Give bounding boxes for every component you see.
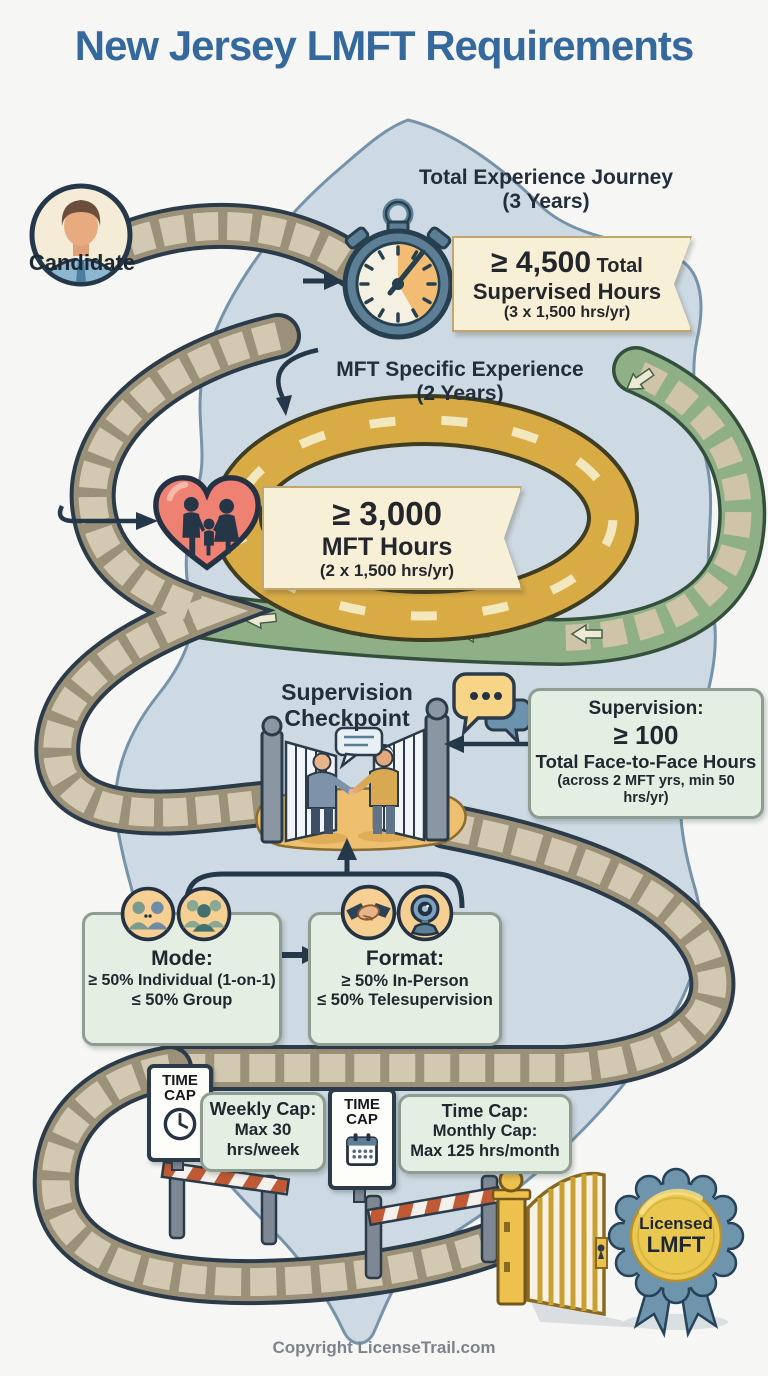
page-title: New Jersey LMFT Requirements [74, 22, 695, 69]
candidate-avatar-icon [29, 183, 133, 287]
heart-family-icon [153, 475, 261, 571]
group-supervision-icon [176, 886, 232, 942]
total-hours-banner: ≥ 4,500 Total Supervised Hours (3 x 1,50… [452, 236, 692, 332]
supervision-hours-box: Supervision: ≥ 100 Total Face-to-Face Ho… [528, 688, 764, 820]
footer-copyright: Copyright LicenseTrail.com [272, 1338, 496, 1357]
stone-road-right [147, 803, 736, 1091]
gold-loop-road [211, 394, 640, 642]
webcam-icon [396, 884, 454, 942]
handshake-icon [340, 884, 397, 941]
mft-experience-heading: MFT Specific Experience (2 Years) [336, 358, 584, 405]
weekly-cap-box: Weekly Cap: Max 30 hrs/week [200, 1092, 326, 1172]
stone-road-left [34, 313, 301, 836]
arrow-to-stopwatch [303, 272, 344, 290]
candidate-label: Candidate [28, 250, 136, 275]
supervisor-figure [307, 752, 356, 834]
individual-supervision-icon [120, 886, 176, 942]
monthly-time-cap-sign: TIME CAP [328, 1088, 396, 1190]
stopwatch-icon [342, 198, 454, 340]
monthly-cap-box: Time Cap: Monthly Cap: Max 125 hrs/month [398, 1094, 572, 1174]
format-box: Format: ≥ 50% In-Person ≤ 50% Telesuperv… [308, 912, 502, 1046]
speech-bubble-icon [334, 726, 384, 770]
badge-label: Licensed LMFT [639, 1214, 713, 1257]
arrow-to-heart [57, 504, 158, 530]
supervision-checkpoint-heading: Supervision Checkpoint [281, 679, 413, 731]
calendar-icon [346, 1132, 378, 1166]
stone-road-start [107, 202, 379, 291]
arrow-to-checkpoint [444, 735, 528, 753]
golden-gate-icon [491, 1167, 640, 1328]
checkpoint-scene [255, 697, 467, 852]
curved-arrow-down [276, 347, 319, 416]
chat-bubble-icon [452, 672, 532, 746]
stone-road-bottom [32, 1045, 531, 1306]
mode-box: Mode: ≥ 50% Individual (1-on-1) ≤ 50% Gr… [82, 912, 282, 1046]
bracket-connector [183, 838, 465, 909]
mft-hours-banner: ≥ 3,000 MFT Hours (2 x 1,500 hrs/yr) [262, 486, 522, 590]
licensed-lmft-badge-icon [607, 1167, 745, 1339]
total-experience-heading: Total Experience Journey (3 Years) [418, 166, 674, 213]
clock-icon [163, 1107, 197, 1140]
